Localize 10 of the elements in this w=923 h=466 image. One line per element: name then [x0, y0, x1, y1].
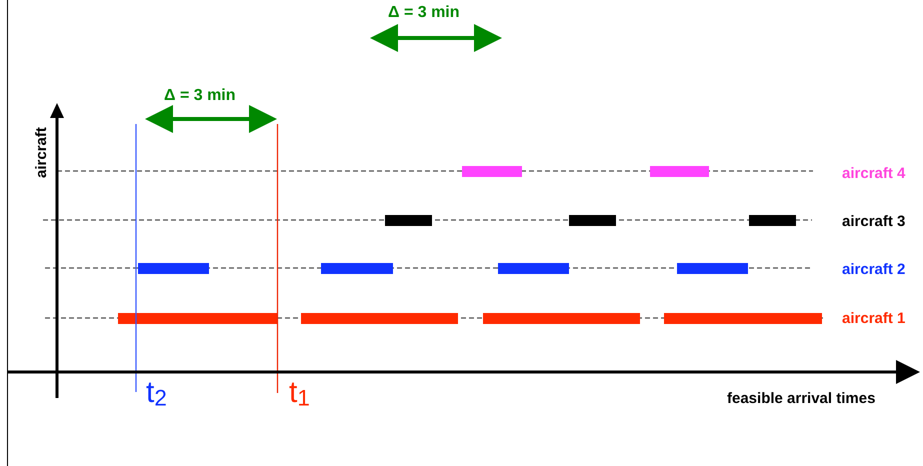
time-label: t$_{2}$ [146, 378, 167, 410]
dimension-label: Δ = 3 min [388, 5, 460, 21]
row-label: aircraft 3 [842, 214, 906, 229]
row-label: aircraft 4 [842, 166, 906, 181]
row-label: aircraft 2 [842, 262, 906, 277]
row-label: aircraft 1 [842, 311, 906, 326]
dimension-label: Δ = 3 min [164, 88, 236, 104]
time-label: t$_{1}$ [289, 378, 310, 410]
axis-label: aircraft [34, 127, 49, 178]
axis-label: feasible arrival times [727, 391, 876, 406]
